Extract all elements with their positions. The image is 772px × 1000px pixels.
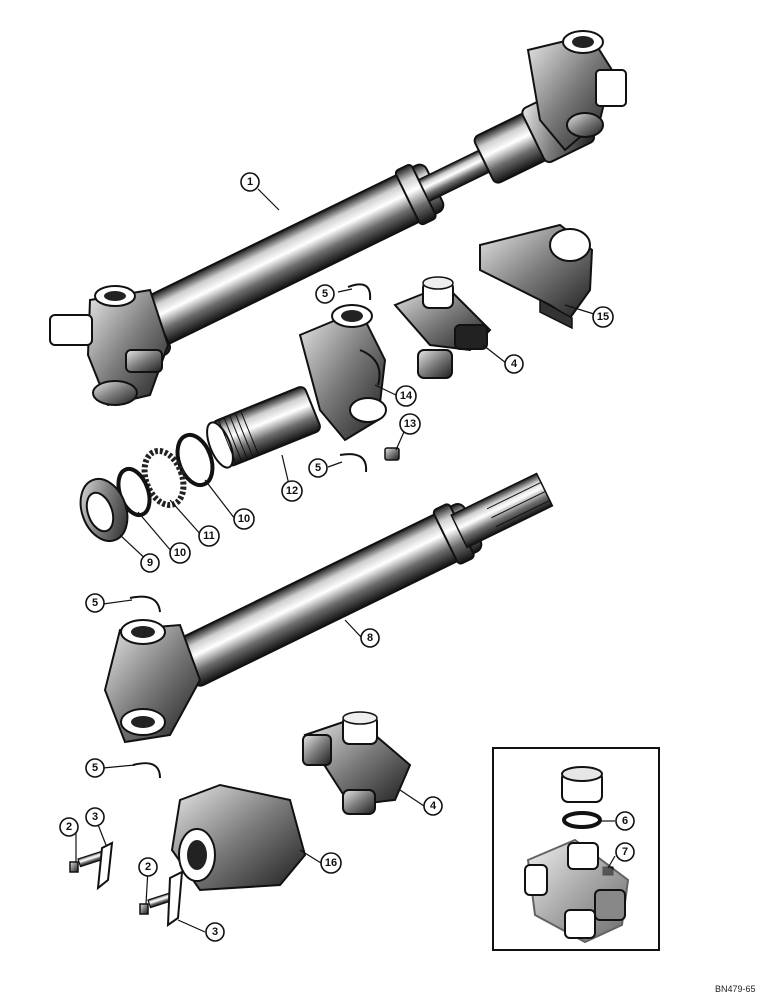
snap-ring-5-a <box>347 283 372 301</box>
callout-3-b: 3 <box>205 922 225 942</box>
svg-text:15: 15 <box>597 311 609 323</box>
shaft-assembly-1 <box>49 30 627 407</box>
snap-ring-5-b <box>339 453 368 473</box>
lock-plate-3-left <box>96 841 114 891</box>
leader-lines <box>75 188 616 933</box>
callout-13: 13 <box>399 413 421 435</box>
callout-5-b: 5 <box>308 458 328 478</box>
svg-text:10: 10 <box>238 513 250 525</box>
callout-4-a: 4 <box>504 354 524 374</box>
callout-2-a: 2 <box>59 817 79 837</box>
yoke-lower-end <box>49 285 170 407</box>
callout-15: 15 <box>592 306 614 328</box>
inset-detail-box <box>492 747 660 951</box>
svg-text:13: 13 <box>404 418 416 430</box>
callout-1: 1 <box>240 172 260 192</box>
callout-3-a: 3 <box>85 807 105 827</box>
svg-text:7: 7 <box>622 846 628 858</box>
callout-9: 9 <box>140 553 160 573</box>
universal-joint-4-upper <box>393 276 492 379</box>
svg-text:8: 8 <box>367 632 373 644</box>
callout-5-a: 5 <box>315 284 335 304</box>
splined-shaft-8 <box>103 472 554 744</box>
sleeve-tube-12 <box>206 386 321 469</box>
snap-ring-5-d <box>132 762 161 779</box>
callout-2-b: 2 <box>138 857 158 877</box>
svg-text:5: 5 <box>92 762 98 774</box>
svg-text:4: 4 <box>511 358 518 370</box>
callout-6: 6 <box>615 811 635 831</box>
callout-16: 16 <box>320 852 342 874</box>
svg-text:10: 10 <box>174 547 186 559</box>
bolt-13 <box>384 447 400 461</box>
cross-spider <box>524 838 630 944</box>
callout-10-a: 10 <box>233 508 255 530</box>
callout-10-b: 10 <box>169 542 191 564</box>
washer-10-a <box>175 432 215 488</box>
dust-cap-nut-9 <box>79 478 129 542</box>
packing-11 <box>141 447 187 509</box>
callout-12: 12 <box>281 480 303 502</box>
sleeve-yoke-14 <box>298 304 387 442</box>
svg-text:2: 2 <box>145 861 151 873</box>
snap-ring-5-c <box>129 595 161 613</box>
yoke-upper-end <box>526 30 627 152</box>
svg-text:4: 4 <box>430 800 437 812</box>
figure-code: BN479-65 <box>715 984 756 994</box>
universal-joint-4-lower <box>302 711 412 815</box>
svg-text:5: 5 <box>322 288 328 300</box>
callout-7: 7 <box>615 842 635 862</box>
svg-text:12: 12 <box>286 485 298 497</box>
svg-text:3: 3 <box>92 811 98 823</box>
svg-text:1: 1 <box>247 176 253 188</box>
svg-text:9: 9 <box>147 557 153 569</box>
svg-text:2: 2 <box>66 821 72 833</box>
svg-text:11: 11 <box>203 530 215 542</box>
svg-text:6: 6 <box>622 815 628 827</box>
svg-text:5: 5 <box>92 597 98 609</box>
callout-4-b: 4 <box>423 796 443 816</box>
slip-yoke-15 <box>479 223 594 330</box>
callout-5-d: 5 <box>85 758 105 778</box>
companion-yoke-16 <box>170 783 307 892</box>
bolt-2-left <box>69 850 105 873</box>
callout-14: 14 <box>395 385 417 407</box>
callout-11: 11 <box>198 525 220 547</box>
svg-text:16: 16 <box>325 857 337 869</box>
bearing-cup <box>561 766 603 803</box>
callout-8: 8 <box>360 628 380 648</box>
svg-text:14: 14 <box>400 390 413 402</box>
svg-text:5: 5 <box>315 462 321 474</box>
callout-5-c: 5 <box>85 593 105 613</box>
svg-text:3: 3 <box>212 926 218 938</box>
seal-6 <box>562 811 602 829</box>
lock-plate-3-right <box>166 870 184 927</box>
